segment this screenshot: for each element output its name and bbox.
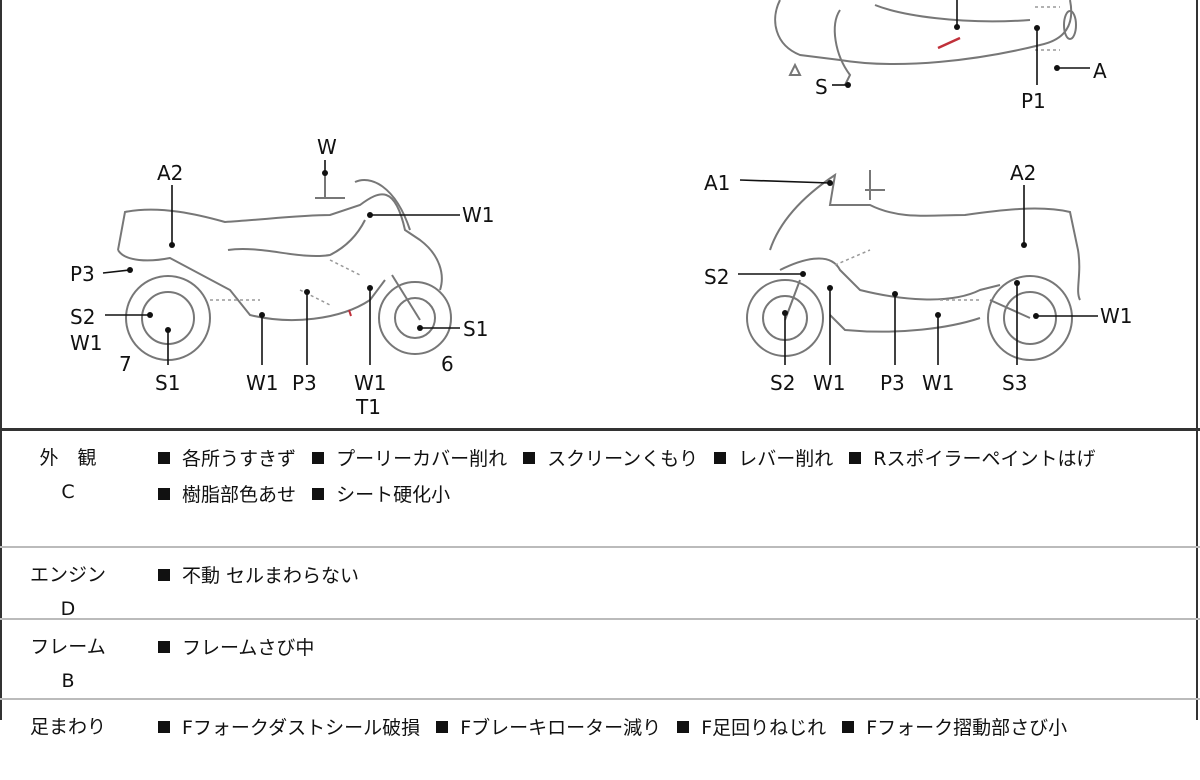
item: スクリーンくもり xyxy=(523,448,698,470)
label-p3: P3 xyxy=(70,262,95,286)
section-name: エンジン xyxy=(29,564,106,586)
label-w1: W1 xyxy=(813,371,846,395)
row-exterior: 外 観 C 各所うすきず プーリーカバー削れ スクリーンくもり レバー削れ Rス… xyxy=(0,431,1200,548)
section-items: 各所うすきず プーリーカバー削れ スクリーンくもり レバー削れ Rスポイラーペイ… xyxy=(158,441,1170,513)
label-a1: A1 xyxy=(704,171,730,195)
label-w1: W1 xyxy=(922,371,955,395)
label-w1: W1 xyxy=(70,331,103,355)
section-label: 外 観 C xyxy=(28,441,108,509)
label-p3: P3 xyxy=(880,371,905,395)
label-a: A xyxy=(1093,59,1107,83)
damage-mark xyxy=(937,36,961,50)
label-w1: W1 xyxy=(1100,304,1133,328)
section-name: フレーム xyxy=(30,636,106,658)
right-view-scooter: A1 A2 S2 W1 S2 W1 P3 W1 S3 xyxy=(704,161,1133,395)
label-s: S xyxy=(815,75,828,99)
label-s1: S1 xyxy=(463,317,488,341)
item: Rスポイラーペイントはげ xyxy=(849,448,1096,470)
item: Fフォークダストシール破損 xyxy=(158,717,420,739)
section-grade: D xyxy=(60,598,76,620)
section-grade: B xyxy=(61,670,75,692)
item: 樹脂部色あせ xyxy=(158,484,296,506)
label-7: 7 xyxy=(119,352,132,376)
item: レバー削れ xyxy=(714,448,833,470)
label-w1: W1 xyxy=(246,371,279,395)
label-p3: P3 xyxy=(292,371,317,395)
label-w1: W1 xyxy=(354,371,387,395)
section-items: フレームさび中 xyxy=(158,630,1170,666)
item: Fフォーク摺動部さび小 xyxy=(842,717,1067,739)
label-t1: T1 xyxy=(355,395,381,419)
item: フレームさび中 xyxy=(158,637,314,659)
label-p1: P1 xyxy=(1021,89,1046,113)
label-s3: S3 xyxy=(1002,371,1027,395)
label-s1: S1 xyxy=(155,371,180,395)
section-label: フレーム B xyxy=(28,630,108,698)
section-items: Fフォークダストシール破損 Fブレーキローター減り F足回りねじれ Fフォーク摺… xyxy=(158,710,1170,746)
item: F足回りねじれ xyxy=(677,717,826,739)
row-engine: エンジン D 不動 セルまわらない xyxy=(0,548,1200,620)
label-6: 6 xyxy=(441,352,454,376)
item: 各所うすきず xyxy=(158,448,296,470)
scooter-damage-diagram: S A P1 W A2 W1 P3 S2 W1 xyxy=(70,0,1133,419)
left-view-scooter: W A2 W1 P3 S2 W1 7 S1 W1 P3 W1 T1 6 S1 xyxy=(70,135,495,419)
label-s2: S2 xyxy=(70,305,95,329)
section-items: 不動 セルまわらない xyxy=(158,558,1170,594)
row-suspension: 足まわり Fフォークダストシール破損 Fブレーキローター減り F足回りねじれ F… xyxy=(0,700,1200,780)
label-a2: A2 xyxy=(157,161,183,185)
item: シート硬化小 xyxy=(312,484,450,506)
section-label: 足まわり xyxy=(28,710,108,744)
section-grade: C xyxy=(61,481,75,503)
label-s2: S2 xyxy=(704,265,729,289)
label-w1: W1 xyxy=(462,203,495,227)
item: 不動 セルまわらない xyxy=(158,565,359,587)
row-frame: フレーム B フレームさび中 xyxy=(0,620,1200,700)
section-name: 足まわり xyxy=(29,716,106,738)
label-a2: A2 xyxy=(1010,161,1036,185)
item: Fブレーキローター減り xyxy=(436,717,661,739)
label-w: W xyxy=(317,135,337,159)
section-name: 外 観 xyxy=(39,447,97,469)
top-view-scooter: S A P1 xyxy=(774,0,1107,113)
item: プーリーカバー削れ xyxy=(312,448,507,470)
condition-table: 外 観 C 各所うすきず プーリーカバー削れ スクリーンくもり レバー削れ Rス… xyxy=(0,428,1200,780)
label-s2: S2 xyxy=(770,371,795,395)
inspection-sheet xyxy=(0,0,1198,720)
section-label: エンジン D xyxy=(28,558,108,626)
